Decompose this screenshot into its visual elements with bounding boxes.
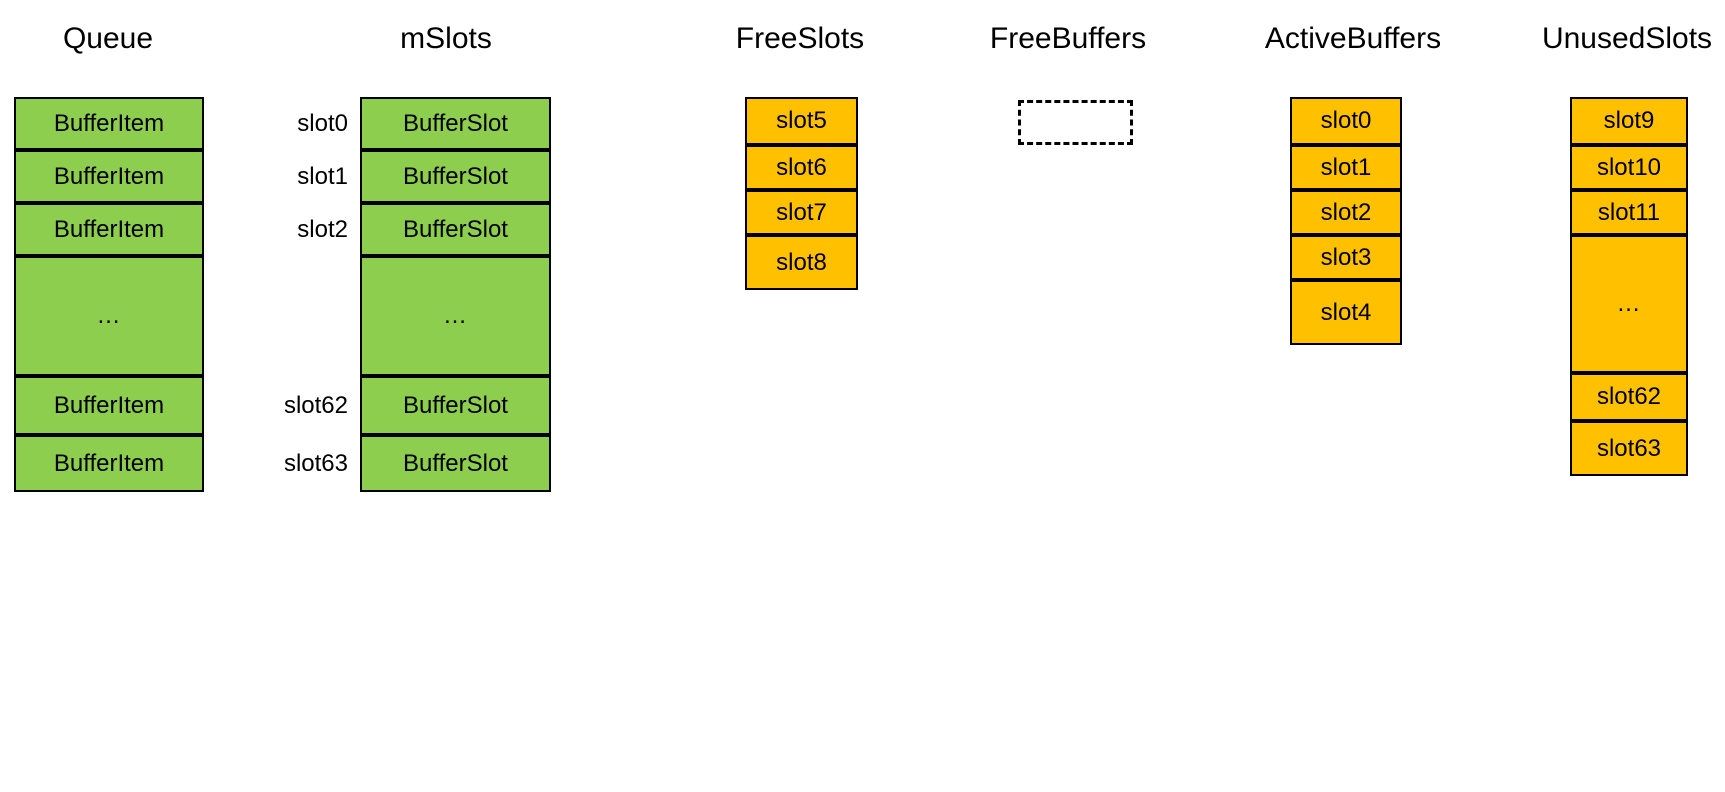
cell-freeslots-2: slot7 <box>745 190 858 235</box>
row-label-mslots-2: slot2 <box>297 215 348 243</box>
cell-mslots-4: BufferSlot <box>360 376 551 435</box>
cell-freebuffers-0 <box>1018 100 1133 145</box>
cell-mslots-1: BufferSlot <box>360 150 551 203</box>
column-title-mslots: mSlots <box>400 22 492 55</box>
column-title-unusedslots: UnusedSlots <box>1541 22 1713 55</box>
cell-freeslots-3: slot8 <box>745 235 858 290</box>
row-label-mslots-5: slot63 <box>283 449 348 477</box>
cell-freeslots-1: slot6 <box>745 145 858 190</box>
row-label-mslots-0: slot0 <box>297 109 348 137</box>
cell-mslots-0: BufferSlot <box>360 97 551 150</box>
cell-activebuffers-1: slot1 <box>1290 145 1402 190</box>
cell-queue-5: BufferItem <box>14 435 204 492</box>
column-title-freebuffers: FreeBuffers <box>989 22 1147 55</box>
cell-mslots-3: … <box>360 256 551 376</box>
cell-activebuffers-3: slot3 <box>1290 235 1402 280</box>
cell-unusedslots-5: slot63 <box>1570 421 1688 476</box>
cell-activebuffers-0: slot0 <box>1290 97 1402 145</box>
cell-queue-0: BufferItem <box>14 97 204 150</box>
cell-unusedslots-2: slot11 <box>1570 190 1688 235</box>
cell-freeslots-0: slot5 <box>745 97 858 145</box>
cell-unusedslots-3: … <box>1570 235 1688 373</box>
column-title-activebuffers: ActiveBuffers <box>1264 22 1442 55</box>
cell-queue-4: BufferItem <box>14 376 204 435</box>
cell-mslots-5: BufferSlot <box>360 435 551 492</box>
cell-activebuffers-2: slot2 <box>1290 190 1402 235</box>
row-label-mslots-1: slot1 <box>297 162 348 190</box>
cell-unusedslots-4: slot62 <box>1570 373 1688 421</box>
cell-queue-2: BufferItem <box>14 203 204 256</box>
cell-mslots-2: BufferSlot <box>360 203 551 256</box>
cell-unusedslots-1: slot10 <box>1570 145 1688 190</box>
cell-queue-3: … <box>14 256 204 376</box>
cell-queue-1: BufferItem <box>14 150 204 203</box>
row-label-mslots-4: slot62 <box>283 391 348 419</box>
column-title-queue: Queue <box>62 22 154 55</box>
column-title-freeslots: FreeSlots <box>735 22 865 55</box>
cell-unusedslots-0: slot9 <box>1570 97 1688 145</box>
cell-activebuffers-4: slot4 <box>1290 280 1402 345</box>
